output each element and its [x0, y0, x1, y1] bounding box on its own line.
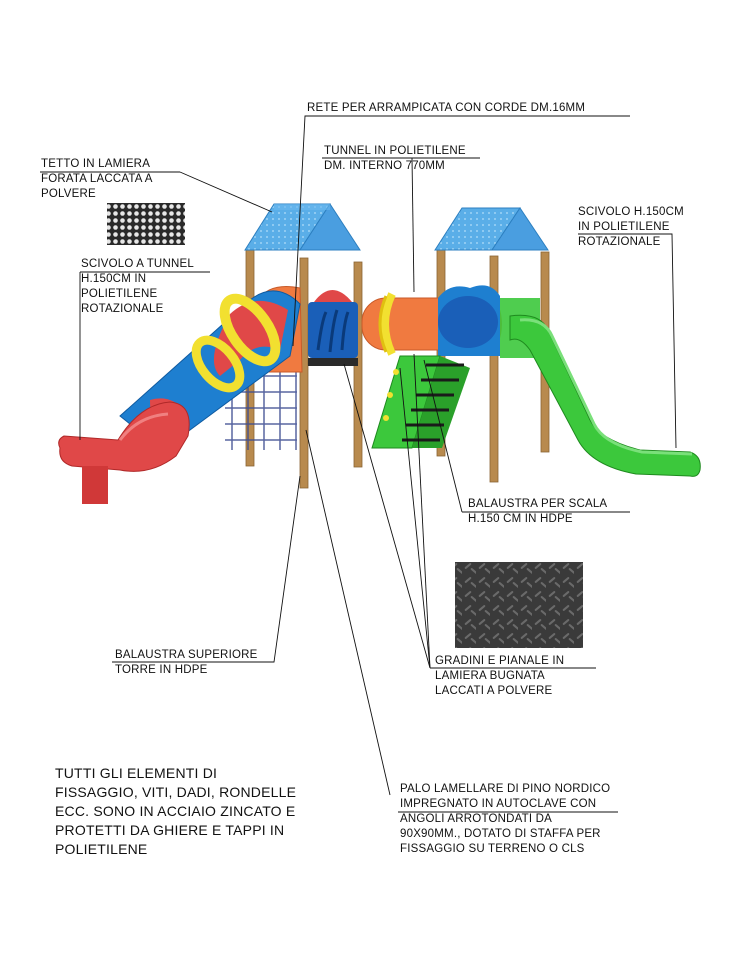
label-line: RETE PER ARRAMPICATA CON CORDE DM.16MM	[307, 102, 586, 114]
label-scivolo-tunnel: SCIVOLO A TUNNEL H.150CM IN POLIETILENE …	[81, 257, 194, 317]
label-line: SCIVOLO H.150CM	[578, 206, 684, 218]
label-line: GRADINI E PIANALE IN	[435, 655, 565, 667]
note-line: TUTTI GLI ELEMENTI DI	[55, 765, 218, 781]
label-line: ROTAZIONALE	[578, 236, 661, 248]
label-balaustra-scala: BALAUSTRA PER SCALA H.150 CM IN HDPE	[468, 497, 607, 527]
note-line: ECC. SONO IN ACCIAIO ZINCATO E	[55, 803, 296, 819]
fastening-note: TUTTI GLI ELEMENTI DI FISSAGGIO, VITI, D…	[55, 764, 296, 859]
right-roof	[434, 207, 549, 251]
label-line: TETTO IN LAMIERA	[41, 158, 151, 170]
label-line: PALO LAMELLARE DI PINO NORDICO	[400, 783, 611, 795]
checker-plate-swatch	[455, 562, 583, 648]
note-line: PROTETTI DA GHIERE E TAPPI IN	[55, 822, 285, 838]
label-scivolo-right: SCIVOLO H.150CM IN POLIETILENE ROTAZIONA…	[578, 205, 684, 250]
label-line: TORRE IN HDPE	[115, 664, 208, 676]
label-line: SCIVOLO A TUNNEL	[81, 258, 194, 270]
label-line: POLVERE	[41, 188, 96, 200]
middle-tunnel-ring-left	[381, 292, 396, 356]
label-balaustra-superiore: BALAUSTRA SUPERIORE TORRE IN HDPE	[115, 648, 257, 678]
label-gradini: GRADINI E PIANALE IN LAMIERA BUGNATA LAC…	[435, 654, 564, 699]
label-line: ROTAZIONALE	[81, 303, 164, 315]
green-slide	[509, 314, 701, 477]
label-line: ANGOLI ARROTONDATI DA	[400, 813, 553, 825]
label-line: LACCATI A POLVERE	[435, 685, 553, 697]
label-line: DM. INTERNO 770MM	[324, 160, 445, 172]
note-line: FISSAGGIO, VITI, DADI, RONDELLE	[55, 784, 297, 800]
label-line: IMPREGNATO IN AUTOCLAVE CON	[400, 798, 597, 810]
label-line: H.150 CM IN HDPE	[468, 513, 573, 525]
green-staircase	[371, 355, 470, 449]
leader-lines	[40, 115, 677, 813]
label-tetto: TETTO IN LAMIERA FORATA LACCATA A POLVER…	[41, 157, 153, 202]
label-line: IN POLIETILENE	[578, 221, 670, 233]
left-roof	[244, 203, 361, 251]
label-line: LAMIERA BUGNATA	[435, 670, 545, 682]
tunnel-ring-top	[219, 293, 281, 367]
label-line: FORATA LACCATA A	[41, 173, 153, 185]
perforated-sheet-swatch	[107, 203, 185, 245]
label-tunnel-polietilene: TUNNEL IN POLIETILENE DM. INTERNO 770MM	[324, 144, 466, 174]
label-line: FISSAGGIO SU TERRENO O CLS	[400, 843, 585, 855]
tunnel-slide	[58, 290, 301, 504]
label-line: H.150CM IN	[81, 273, 147, 285]
note-line: POLIETILENE	[55, 841, 148, 857]
label-line: BALAUSTRA PER SCALA	[468, 498, 608, 510]
tunnel-ring-mid	[191, 335, 245, 393]
label-line: POLIETILENE	[81, 288, 158, 300]
label-line: 90X90MM., DOTATO DI STAFFA PER	[400, 828, 601, 840]
label-line: BALAUSTRA SUPERIORE	[115, 649, 258, 661]
label-palo: PALO LAMELLARE DI PINO NORDICO IMPREGNAT…	[400, 782, 610, 857]
label-line: TUNNEL IN POLIETILENE	[324, 145, 466, 157]
label-rete: RETE PER ARRAMPICATA CON CORDE DM.16MM	[307, 101, 585, 116]
